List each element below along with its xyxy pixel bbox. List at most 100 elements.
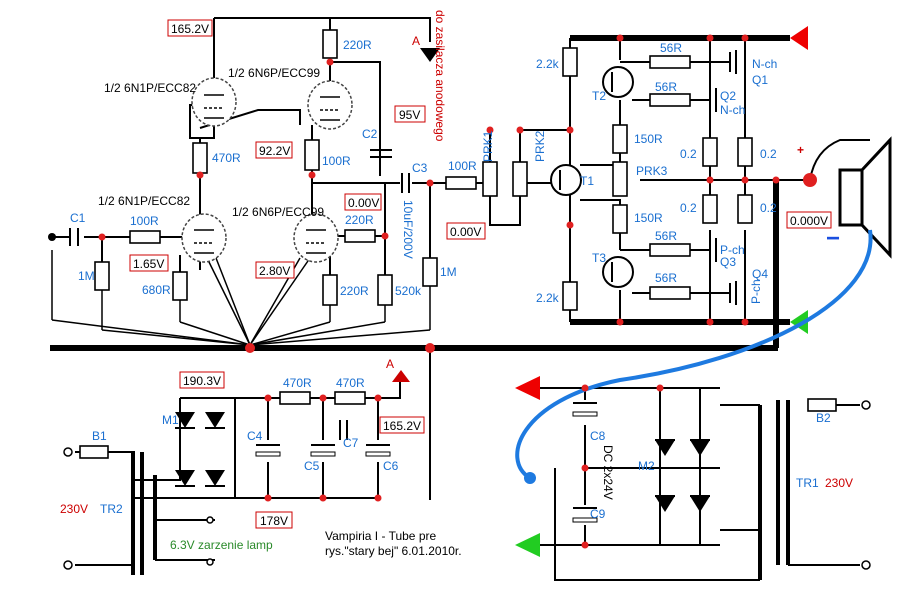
resistor-520k: [377, 274, 393, 306]
label-r-56-3: 56R: [655, 229, 677, 243]
resistor-150r-top: [612, 124, 628, 154]
resistor-02-1: [702, 137, 718, 167]
resistor-150r-bot: [612, 204, 628, 234]
label-q4-type: P-ch: [749, 279, 763, 304]
label-r-470-psu1: 470R: [283, 376, 312, 390]
label-r-220-grid: 220R: [345, 213, 374, 227]
label-tr1: TR1: [796, 476, 819, 490]
resistor-680r: [172, 271, 188, 301]
tube-v2a: [307, 80, 353, 130]
output-wiring: [476, 35, 810, 325]
label-r-100-in: 100R: [130, 214, 159, 228]
voltage-output-offset: 0.00V: [450, 225, 481, 239]
label-mains-left: 230V: [60, 502, 88, 516]
label-r-56-4: 56R: [655, 271, 677, 285]
resistor-02-2: [737, 137, 753, 167]
resistor-220r-grid: [344, 229, 376, 243]
label-c5: C5: [304, 459, 320, 473]
label-prk2: PRK2: [533, 130, 547, 162]
label-q3: Q3: [720, 255, 736, 269]
label-plus: +: [797, 143, 804, 157]
voltage-v2-cathode-dc: 0.00V: [348, 196, 379, 210]
transistor-t3: [602, 256, 634, 288]
pot-prk3: [612, 161, 628, 197]
label-m1: M1: [162, 413, 179, 427]
label-minus: −: [826, 225, 840, 252]
label-q3-type: P-ch: [720, 243, 745, 257]
voltage-v2-plate: 95V: [399, 108, 420, 122]
fuse-b1: [79, 445, 109, 459]
label-c3-value: 10uF/200V: [401, 200, 415, 259]
label-r-220-top: 220R: [343, 38, 372, 52]
label-b2: B2: [816, 411, 831, 425]
resistor-100r-out: [445, 176, 477, 190]
transistors: [550, 50, 737, 305]
label-r-470-psu2: 470R: [336, 376, 365, 390]
label-r-1m-out: 1M: [440, 265, 457, 279]
terminals: [48, 233, 871, 570]
label-r-02-4: 0.2: [760, 201, 777, 215]
bridge-m2: [655, 439, 710, 512]
resistor-56r-1: [649, 55, 691, 69]
ground-link-cable: [515, 229, 873, 480]
speaker: [803, 136, 892, 259]
label-prk1: PRK1: [481, 130, 495, 162]
label-r-100-out: 100R: [448, 159, 477, 173]
tube-label-v1b: 1/2 6N1P/ECC82: [98, 194, 190, 208]
label-dc-supply: DC 2x24V: [601, 445, 615, 500]
psu-neg-arrow: [515, 533, 540, 557]
label-r-02-1: 0.2: [680, 147, 697, 161]
tube-v1a: [191, 77, 237, 127]
voltage-psu-in: 190.3V: [183, 374, 221, 388]
mosfet-q4: [729, 281, 737, 305]
tube-v2b: [293, 213, 339, 263]
resistor-100r-in: [129, 230, 161, 244]
mosfet-q3: [709, 238, 717, 262]
label-t1: T1: [580, 174, 594, 188]
mosfet-q1: [729, 50, 737, 74]
label-r-520k: 520k: [395, 284, 422, 298]
label-c3: C3: [412, 161, 428, 175]
tube-label-v2b: 1/2 6N6P/ECC99: [232, 205, 324, 219]
component-labels: 220R 470R 100R C2 C3 C1 100R 1M 680R 220…: [60, 34, 853, 558]
label-prk3: PRK3: [636, 164, 668, 178]
resistor-470r: [192, 142, 208, 174]
label-r-56-1: 56R: [660, 41, 682, 55]
resistor-470r-psu1: [279, 391, 311, 405]
label-r-02-2: 0.2: [760, 147, 777, 161]
psu-a-arrow: [392, 370, 410, 382]
resistor-2k2-bot: [562, 281, 578, 311]
label-t3: T3: [592, 251, 606, 265]
tube-label-v1a: 1/2 6N1P/ECC82: [104, 81, 196, 95]
resistors: [79, 29, 837, 459]
bridge-m1: [175, 412, 225, 487]
label-c9: C9: [590, 507, 606, 521]
mosfet-q2: [709, 88, 717, 112]
transformer-tr2: [75, 452, 215, 575]
label-c1: C1: [70, 211, 86, 225]
label-r-150-bot: 150R: [634, 211, 663, 225]
label-r-100-v2: 100R: [322, 154, 351, 168]
tube-label-v2a: 1/2 6N6P/ECC99: [228, 66, 320, 80]
voltage-v2b-cathode: 2.80V: [259, 264, 290, 278]
rotated-labels: do zasilacza anodowego 10uF/200V PRK1 PR…: [401, 10, 763, 500]
label-anode-supply: do zasilacza anodowego: [433, 10, 447, 142]
voltage-v1-plate: 92.2V: [259, 144, 290, 158]
supply-arrows: [392, 26, 808, 557]
resistor-1m-out: [422, 257, 438, 287]
label-c2: C2: [362, 127, 378, 141]
voltage-speaker-offset: 0.000V: [790, 214, 828, 228]
label-c6: C6: [383, 459, 399, 473]
voltage-psu-out: 165.2V: [383, 419, 421, 433]
pos-rail-arrow: [790, 26, 808, 50]
label-r-150-top: 150R: [634, 132, 663, 146]
label-r-470-v1: 470R: [212, 151, 241, 165]
label-r-220-cath: 220R: [340, 284, 369, 298]
psu-pos-arrow: [515, 376, 540, 400]
label-q2: Q2: [720, 89, 736, 103]
ground-fan: [51, 250, 431, 346]
pot-prk2: [512, 161, 528, 197]
resistor-02-3: [702, 194, 718, 224]
pot-prk1: [482, 161, 498, 197]
